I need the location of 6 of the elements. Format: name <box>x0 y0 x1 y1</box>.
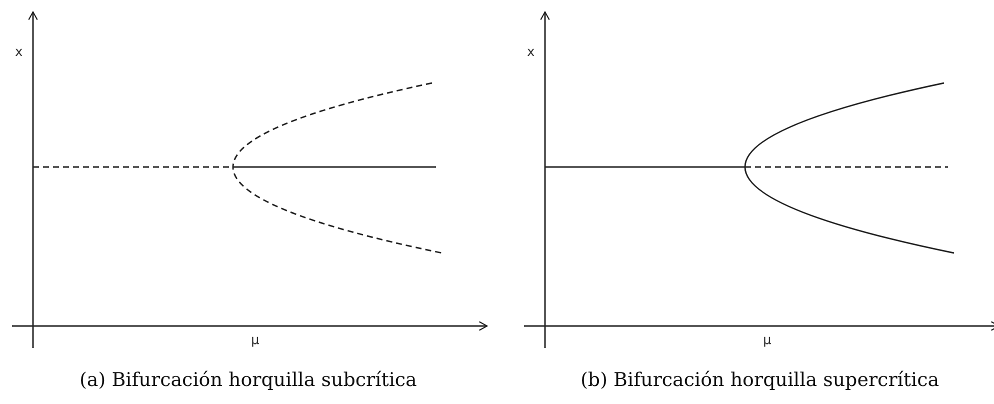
figure-caption: (a) Bifurcación horquilla subcrítica <box>80 369 417 391</box>
axis-label: μ <box>251 333 260 348</box>
axis-label: x <box>527 45 535 60</box>
axis-label: x <box>15 45 23 60</box>
axis-label: μ <box>763 333 772 348</box>
figure-caption: (b) Bifurcación horquilla supercrítica <box>580 369 940 391</box>
